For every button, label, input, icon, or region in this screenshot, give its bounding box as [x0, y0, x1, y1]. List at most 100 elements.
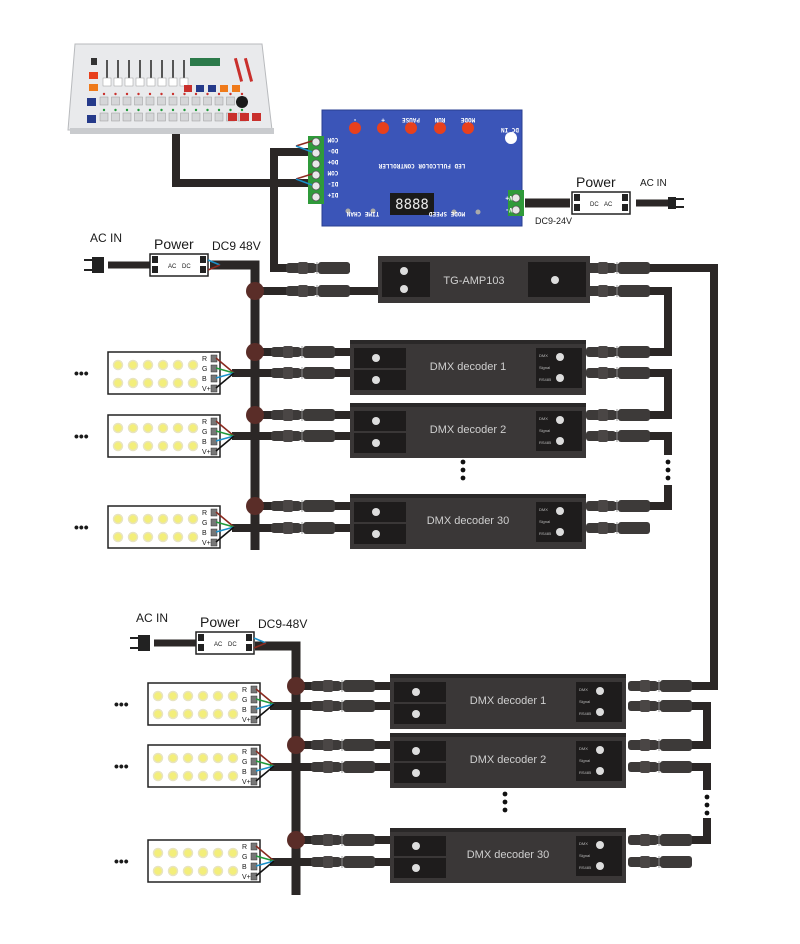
controller-led — [345, 208, 351, 214]
led-chip — [187, 377, 199, 389]
ac-in-label: AC IN — [136, 611, 168, 625]
cable-amp-to-dec1 — [590, 287, 672, 356]
fader-slot — [106, 60, 108, 86]
led-chip — [187, 513, 199, 525]
connector-ring — [598, 367, 608, 379]
console-btn — [220, 85, 228, 92]
led-chip — [112, 440, 124, 452]
cable-bus-2 — [255, 641, 301, 895]
wire-blue — [295, 145, 313, 153]
led-pin-label: G — [242, 854, 247, 861]
led-chip — [152, 770, 164, 782]
led-chip — [172, 513, 184, 525]
led-pin-label: V+ — [242, 717, 251, 724]
led-chip — [212, 752, 224, 764]
controller-display-value: 8888 — [395, 197, 429, 213]
controller-led — [370, 208, 376, 214]
console-led — [240, 92, 244, 96]
power-inner-left: AC — [168, 264, 177, 270]
led-chip — [172, 531, 184, 543]
led-wire — [255, 760, 275, 767]
dc-voltage-label: DC9 48V — [212, 239, 261, 253]
led-wire — [255, 855, 275, 862]
ellipsis-label: ••• — [74, 428, 89, 444]
cable-connector — [271, 409, 335, 421]
led-chip — [152, 752, 164, 764]
connector-ring — [323, 680, 333, 692]
cable-connector — [586, 262, 650, 274]
amplifier: TG-AMP103 — [378, 256, 590, 303]
connector-ring — [323, 700, 333, 712]
xlr-icon — [400, 267, 408, 275]
power-inner-left: AC — [214, 642, 223, 648]
console-led — [206, 92, 209, 96]
console-key — [111, 112, 120, 122]
led-chip — [112, 531, 124, 543]
cables — [108, 134, 718, 895]
console-key — [214, 112, 224, 122]
led-chip — [212, 708, 224, 720]
led-pin-pad — [250, 777, 258, 786]
cable-connector — [586, 367, 650, 379]
connector-ring — [283, 409, 293, 421]
led-chip — [157, 531, 169, 543]
led-chip — [227, 865, 239, 877]
led-chip — [112, 377, 124, 389]
xlr-icon — [556, 507, 564, 515]
led-wire — [215, 521, 235, 528]
xlr-icon — [596, 708, 604, 716]
connector-female — [660, 700, 692, 712]
console-btn — [89, 84, 98, 91]
connector-ring — [298, 262, 308, 274]
wire-blue — [207, 259, 221, 266]
power-box — [571, 191, 631, 215]
cable-connector — [311, 700, 375, 712]
ellipsis-label: ••• — [114, 853, 129, 869]
junction-node — [287, 831, 305, 849]
decoder-side-label: Signal — [579, 853, 590, 858]
connector-ring — [323, 761, 333, 773]
led-pin-pad — [210, 374, 218, 383]
led-wire — [215, 526, 235, 533]
cable-connector — [628, 856, 692, 868]
connector-female — [318, 262, 350, 274]
ac-plug-icon — [92, 257, 104, 273]
cable-connector — [311, 680, 375, 692]
console-led — [194, 108, 198, 112]
ellipsis-dot — [704, 794, 710, 800]
decoder-side-label: RS485 — [579, 711, 592, 716]
connector-female — [303, 430, 335, 442]
terminal-screw — [311, 192, 321, 202]
ac-in-label: AC IN — [90, 231, 122, 245]
connector-ring — [283, 367, 293, 379]
cable-connector — [586, 409, 650, 421]
connector-female — [303, 346, 335, 358]
decoder-label: DMX decoder 30 — [467, 849, 550, 861]
led-chip — [167, 690, 179, 702]
led-chip — [172, 440, 184, 452]
console-btn — [240, 113, 249, 121]
led-pin-label: V+ — [242, 874, 251, 881]
controller-button-label: - — [353, 116, 357, 123]
led-pin-pad — [250, 715, 258, 724]
cable-connector — [271, 522, 335, 534]
controller-dc-label: DC IN — [501, 126, 519, 133]
led-chip — [152, 865, 164, 877]
led-pin-pad — [250, 705, 258, 714]
led-wire — [255, 703, 275, 710]
cable-connector — [271, 367, 335, 379]
terminal-label: DO+ — [327, 158, 338, 165]
console-btn — [89, 72, 98, 79]
controller-button — [405, 122, 417, 134]
led-chip — [112, 513, 124, 525]
console-key — [122, 96, 132, 106]
controller-display — [390, 193, 434, 215]
terminal-label: V+ — [505, 194, 513, 201]
cable-connector — [271, 430, 335, 442]
connector-female — [343, 680, 375, 692]
led-wire — [255, 845, 275, 862]
